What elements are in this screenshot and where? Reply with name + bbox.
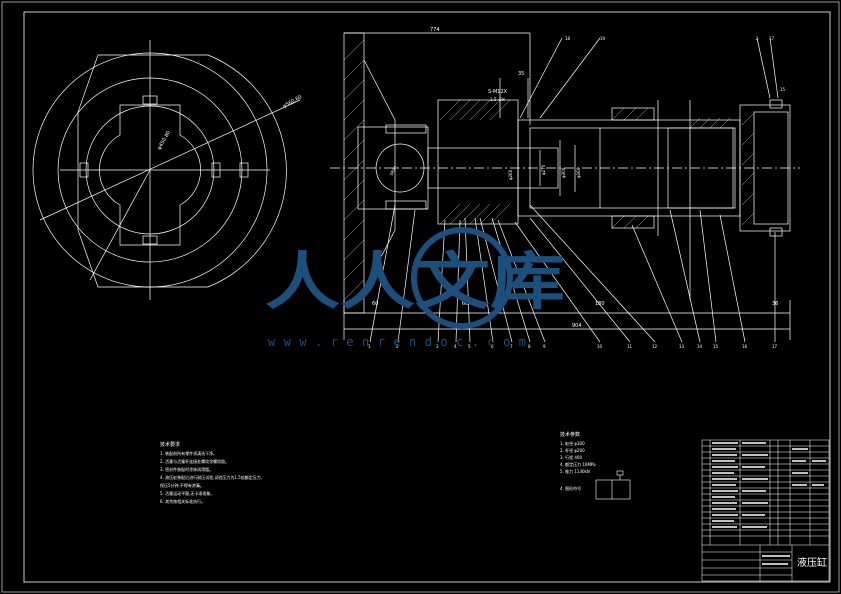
callout-bottom-5: 5 — [468, 344, 471, 349]
callout-bottom-13: 13 — [679, 344, 685, 349]
notes-right-line-2: 2. 杆径 φ200 — [560, 447, 585, 453]
front-view — [32, 40, 301, 300]
notes-right-line-4: 4. 额定压力 16MPa — [560, 461, 596, 467]
ball-label: SR90 — [389, 165, 399, 177]
front-outer-label: φ560.60 — [282, 94, 303, 110]
dim-v4: φ260 — [508, 169, 513, 180]
watermark-circle — [411, 227, 513, 329]
callout-bottom-3: 3 — [436, 344, 439, 349]
dim-seg-4: 60 — [462, 301, 468, 307]
callout-bottom-10: 10 — [597, 344, 603, 349]
notes-left-line-5: 保压5分钟,不得有渗漏。 — [160, 482, 204, 488]
callout-bottom-14: 14 — [697, 344, 703, 349]
callout-bottom-12: 12 — [652, 344, 658, 349]
callout-bottom-11: 11 — [627, 344, 633, 349]
notes-right-line-1: 1. 缸径 φ300 — [560, 440, 585, 446]
dim-overall-length: 774 — [430, 27, 440, 33]
title-block — [701, 439, 830, 582]
callout-bottom-4: 4 — [454, 344, 457, 349]
dim-seg-5: 36 — [772, 301, 778, 307]
callout-top-2: 19 — [600, 36, 606, 41]
callout-top-4: 17 — [769, 36, 775, 41]
dim-top: 35 — [518, 71, 524, 77]
dim-v3: φ260 — [576, 167, 581, 178]
dim-length-bottom: 904 — [572, 323, 582, 329]
callout-bottom-9: 9 — [543, 344, 546, 349]
notes-left-line-4: 4. 液压缸装配后进行耐压试验,试验压力为1.5倍额定压力, — [160, 474, 262, 480]
inner-frame — [23, 11, 831, 583]
callout-bottom-7: 7 — [510, 344, 513, 349]
watermark: 人人文库 www.renrendoc.com — [265, 227, 565, 349]
callout-bottom-17: 17 — [772, 344, 778, 349]
dim-seg-3: 180 — [595, 301, 605, 307]
notes-right-line-3: 3. 行程 400 — [560, 454, 582, 460]
callout-bottom-15: 15 — [713, 344, 719, 349]
dim-v1: φ270 — [541, 164, 546, 175]
callout-bottom-6: 6 — [491, 344, 494, 349]
thread-label: S-M12X — [488, 89, 508, 95]
section-view — [330, 32, 800, 343]
callout-top-3: 2 — [756, 36, 759, 41]
callout-top-1: 18 — [565, 36, 571, 41]
notes-left-title: 技术要求 — [160, 441, 180, 448]
title-block-drawing-name: 液压缸 — [797, 556, 827, 569]
watermark-chinese: 人人文库 — [265, 245, 565, 318]
title-block-fill — [712, 442, 826, 565]
notes-right: 技术参数 1. 缸径 φ300 2. 杆径 φ200 3. 行程 400 4. … — [560, 431, 631, 500]
notes-left-line-2: 2. 活塞与活塞杆连接处螺纹涂螺纹胶。 — [160, 458, 229, 464]
dim-seg-1: 60 — [372, 301, 378, 307]
section-hatching — [343, 39, 755, 301]
dim-v2: φ300 — [561, 167, 566, 178]
callout-bottom-16: 16 — [742, 344, 748, 349]
hydraulic-symbol — [595, 470, 631, 500]
callout-top-5: 15 — [780, 87, 786, 92]
notes-left-line-6: 5. 活塞运动平稳,无卡滞现象。 — [160, 490, 214, 496]
notes-right-line-5: 5. 推力 1130kN — [560, 468, 590, 474]
callout-bottom-8: 8 — [528, 344, 531, 349]
front-diameter-label: φ450.80 — [157, 130, 173, 151]
thread-sub: 1.5 -6H — [490, 97, 505, 102]
callout-bottom-1: 1 — [368, 344, 371, 349]
callout-bottom-2: 2 — [396, 344, 399, 349]
notes-right-symbol-label: 4. 图形符号 — [560, 485, 581, 491]
notes-left-line-1: 1. 装配前所有零件须清洗干净。 — [160, 450, 217, 456]
notes-left-line-7: 6. 其余按相关标准执行。 — [160, 498, 205, 504]
notes-right-title: 技术参数 — [560, 431, 580, 438]
watermark-url: www.renrendoc.com — [268, 335, 526, 349]
notes-left-line-3: 3. 密封件装配时涂抹润滑脂。 — [160, 466, 213, 472]
notes-left: 技术要求 1. 装配前所有零件须清洗干净。 2. 活塞与活塞杆连接处螺纹涂螺纹胶… — [160, 441, 262, 504]
